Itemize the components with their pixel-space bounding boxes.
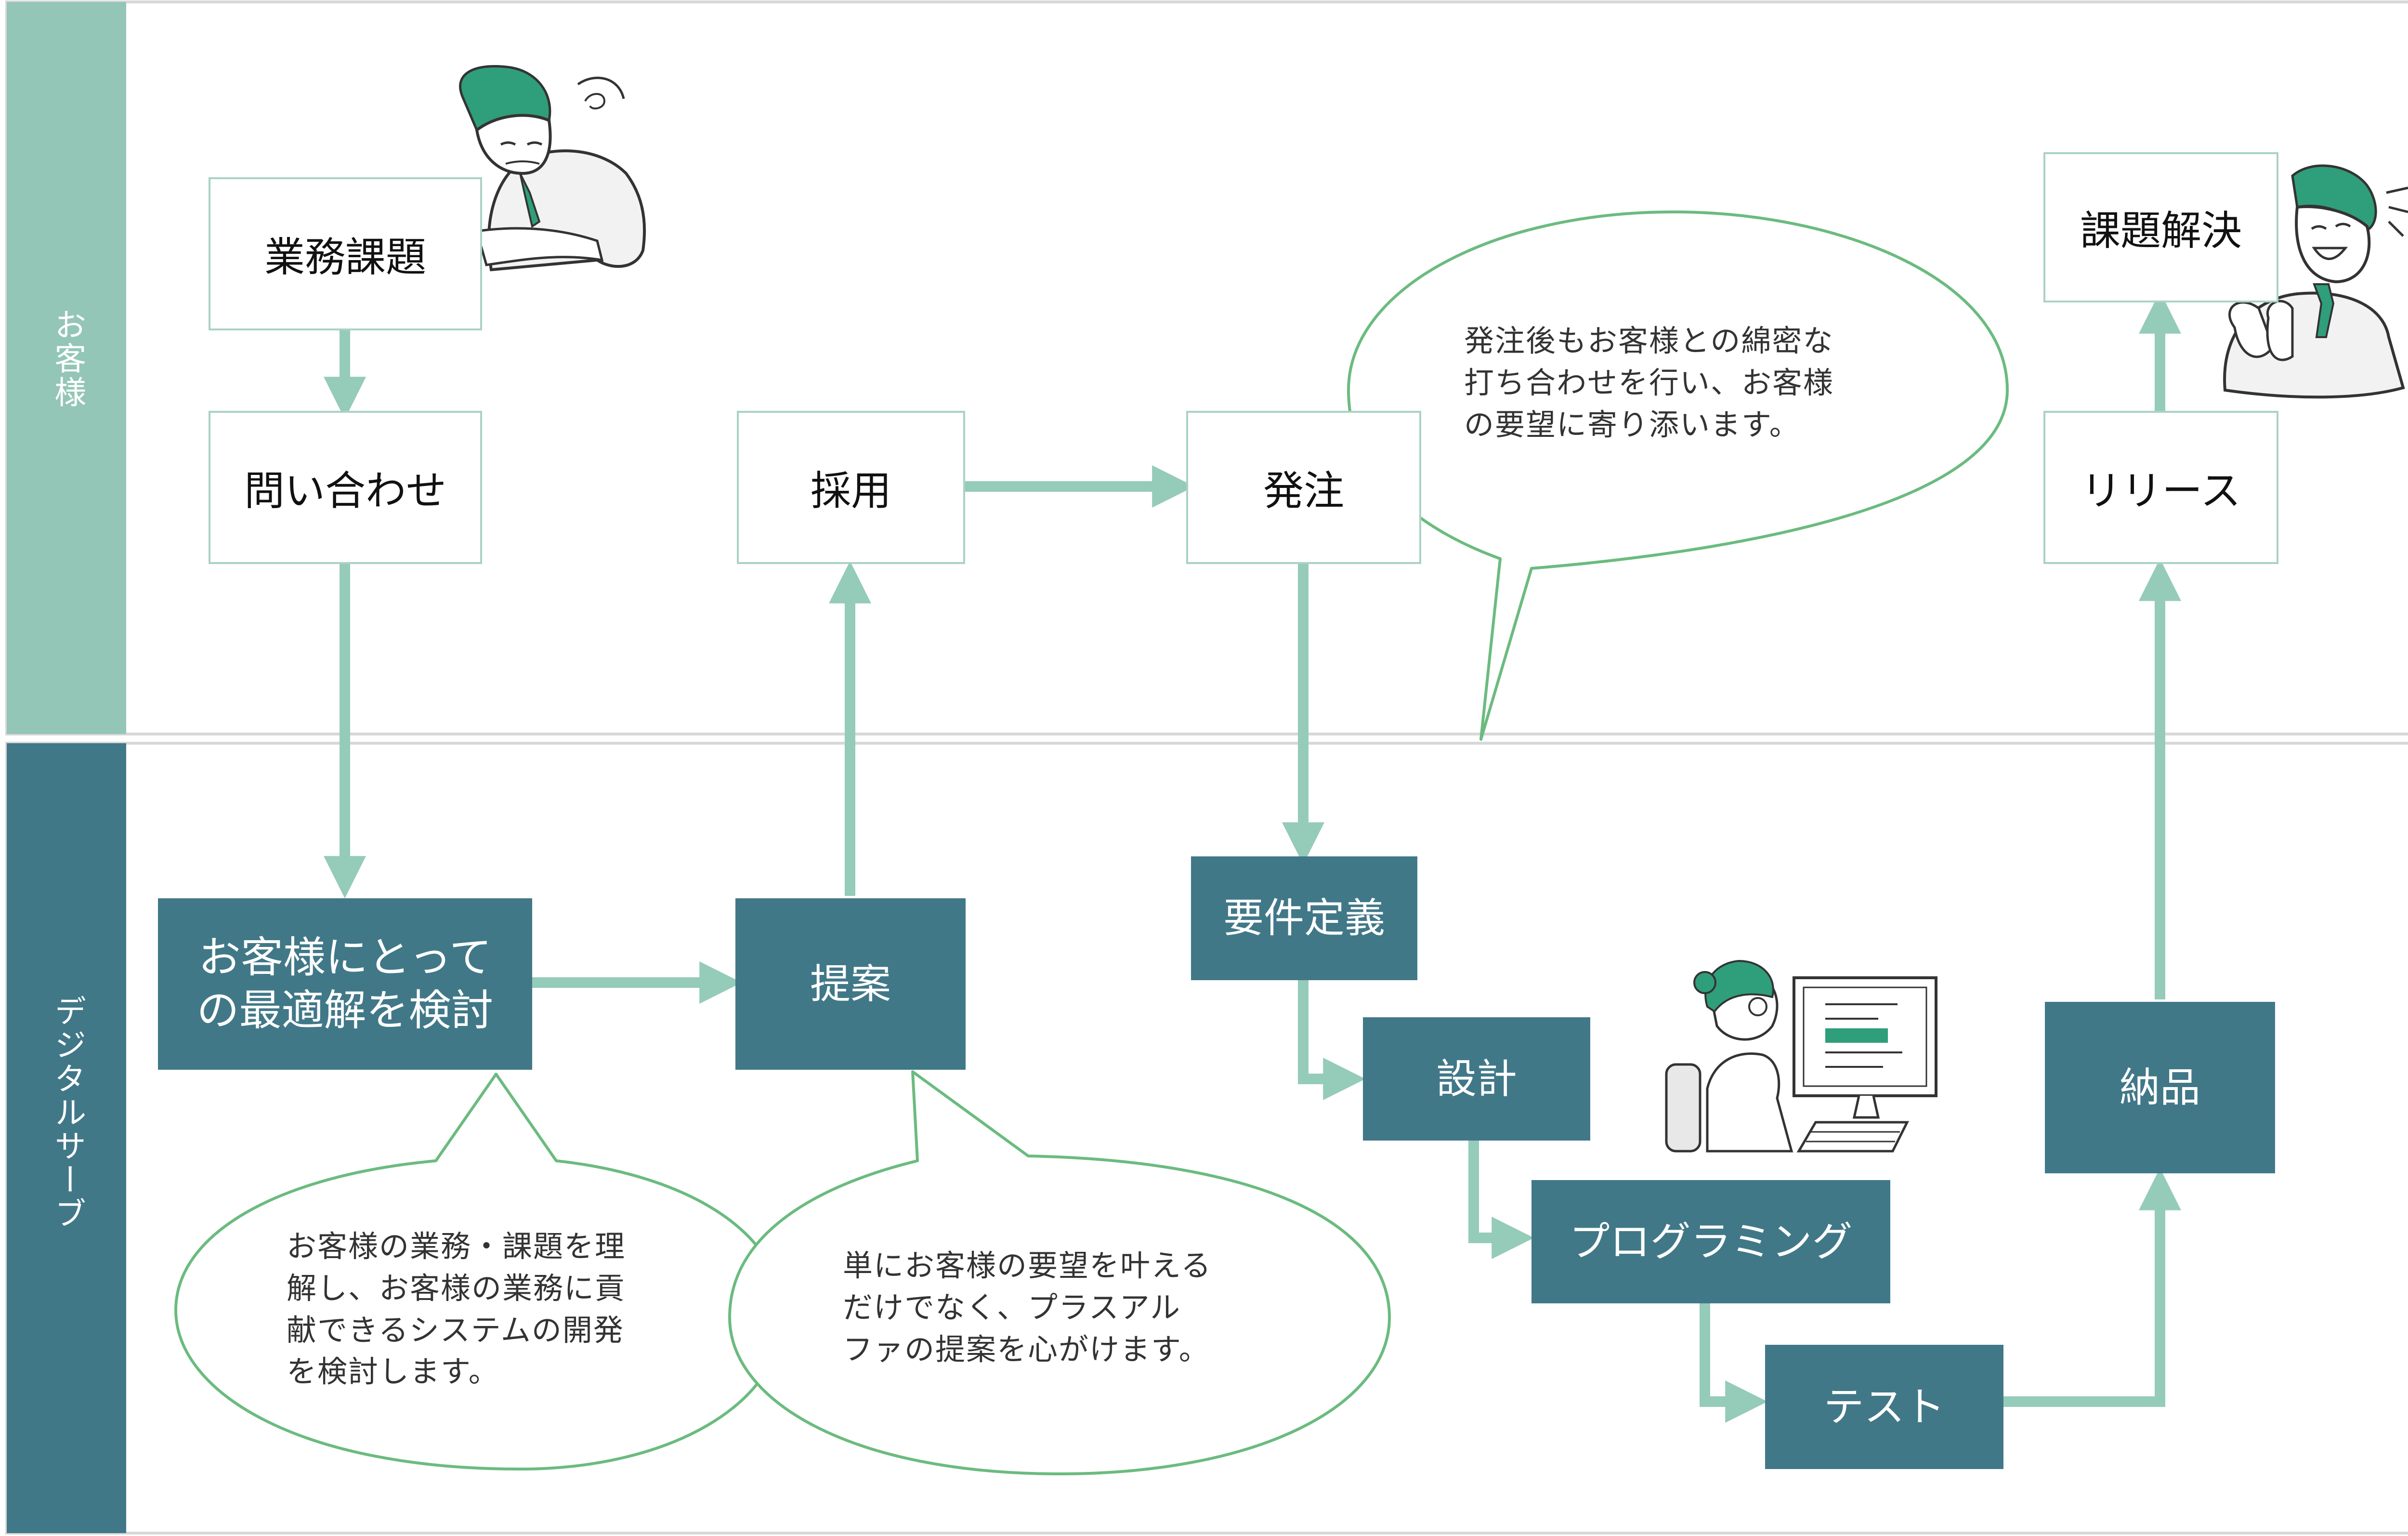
step-business-issue: 業務課題: [209, 177, 482, 330]
arrow-design-to-programming: [1468, 1141, 1534, 1259]
step-design: 設計: [1363, 1017, 1590, 1141]
proposal-speech-bubble: [728, 1070, 1391, 1475]
step-consider-solution: お客様にとって の最適解を検討: [158, 898, 532, 1070]
arrow-programming-to-test: [1700, 1303, 1768, 1423]
step-delivery: 納品: [2045, 1002, 2275, 1173]
step-issue-solved: 課題解決: [2043, 152, 2278, 302]
step-release: リリース: [2043, 411, 2278, 564]
customer-lane-header: [7, 2, 126, 734]
step-inquiry: 問い合わせ: [209, 411, 482, 564]
digital-lane-header: [7, 743, 126, 1533]
clapping-businessman-icon: [2223, 164, 2408, 399]
consider-note: お客様の業務・課題を理 解し、お客様の業務に貢 献できるシステムの開発 を検討し…: [287, 1229, 626, 1390]
programmer-at-computer-icon: [1665, 959, 1937, 1153]
step-proposal: 提案: [735, 898, 966, 1070]
step-adoption: 採用: [737, 411, 965, 564]
customer-lane: [5, 0, 2408, 735]
digital-lane-label: デジタルサーブ: [49, 995, 87, 1231]
order-note: 発注後もお客様との綿密な 打ち合わせを行い、お客様 の要望に寄り添います。: [1464, 323, 1834, 442]
proposal-note: 単にお客様の要望を叶える だけでなく、プラスアル ファの提案を心がけます。: [843, 1248, 1212, 1367]
step-requirements: 要件定義: [1191, 856, 1417, 980]
step-order: 発注: [1186, 411, 1421, 564]
step-programming: プログラミング: [1531, 1180, 1890, 1303]
arrow-requirements-to-design: [1298, 980, 1366, 1100]
flow-arrows: [324, 291, 2181, 1423]
customer-lane-label: お客様: [49, 308, 87, 409]
worried-businessman-icon: [459, 65, 646, 272]
step-test: テスト: [1765, 1345, 2003, 1469]
arrow-test-to-delivery: [2003, 1168, 2181, 1407]
